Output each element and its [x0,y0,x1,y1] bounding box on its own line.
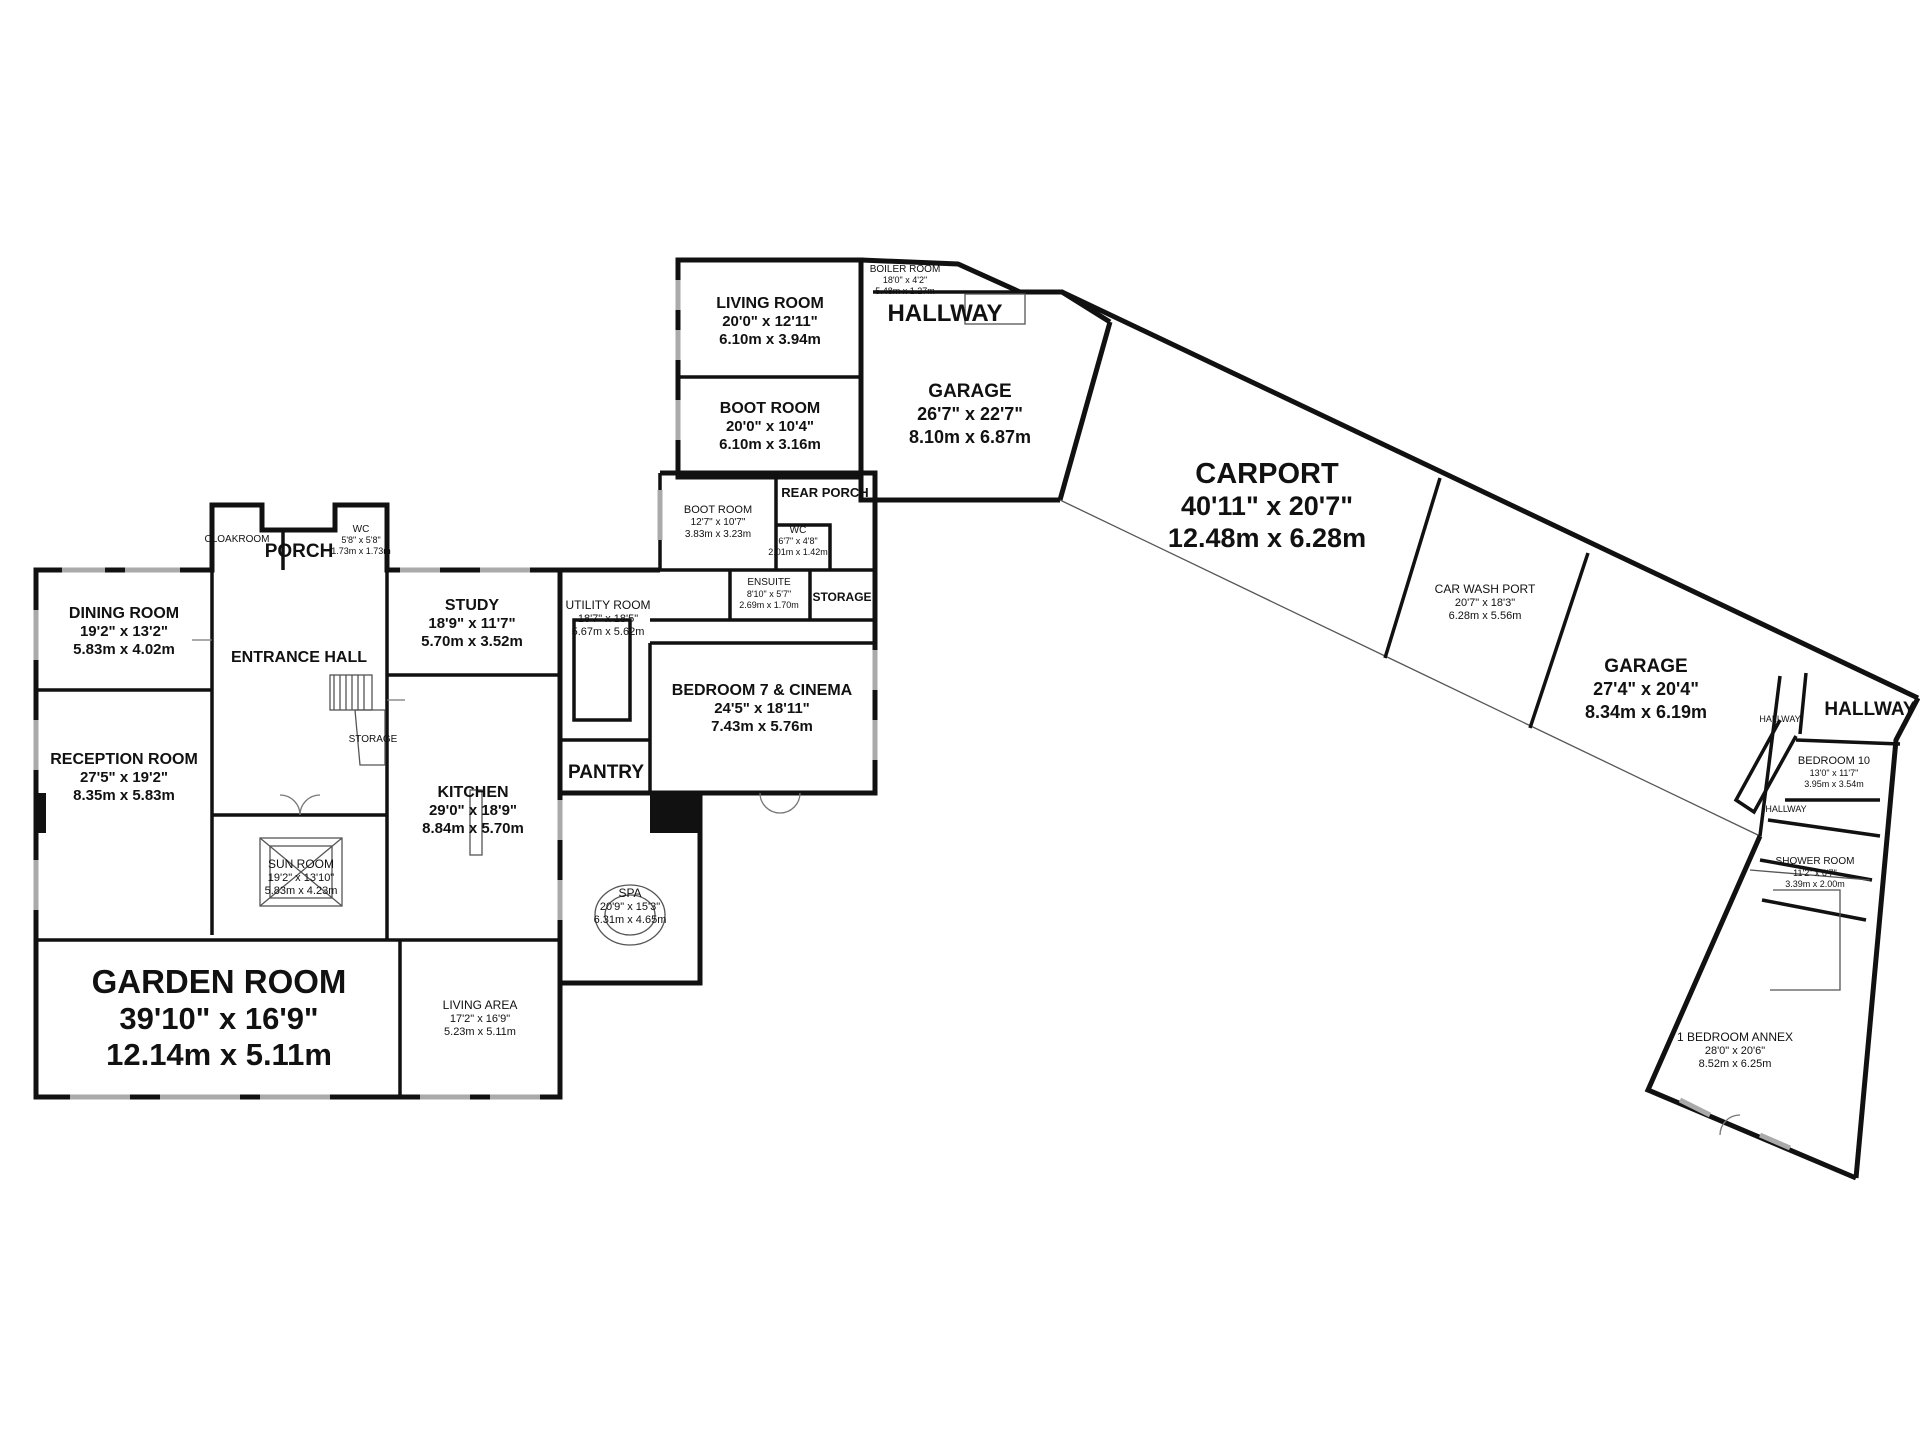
room-dim-metric-carport: 12.48m x 6.28m [1168,523,1366,553]
room-dim-imperial-living-area: 17'2" x 16'9" [450,1013,510,1025]
room-name-boot-room-2: BOOT ROOM [684,504,752,516]
room-dim-metric-boot-room: 6.10m x 3.16m [719,436,821,453]
room-name-porch: PORCH [265,541,334,562]
room-dim-metric-bedroom-7: 7.43m x 5.76m [711,718,813,735]
room-dim-metric-car-wash-port: 6.28m x 5.56m [1449,610,1522,622]
room-dim-metric-boot-room-2: 3.83m x 3.23m [685,529,751,540]
room-dim-metric-living-room: 6.10m x 3.94m [719,331,821,348]
room-name-bedroom-7: BEDROOM 7 & CINEMA [672,682,853,699]
room-name-cloakroom: CLOAKROOM [204,534,269,545]
room-dim-imperial-garden-room: 39'10" x 16'9" [119,1001,318,1036]
room-dim-imperial-ensuite: 8'10" x 5'7" [747,589,791,599]
room-dim-metric-wc-rear: 2.01m x 1.42m [768,547,828,557]
room-dim-imperial-living-room: 20'0" x 12'11" [722,313,818,330]
room-dim-imperial-annex: 28'0" x 20'6" [1705,1045,1765,1057]
room-dim-imperial-kitchen: 29'0" x 18'9" [429,802,517,819]
room-dim-imperial-utility-room: 18'7" x 18'5" [578,613,638,625]
room-dim-metric-utility-room: 5.67m x 5.62m [572,626,645,638]
room-dim-imperial-boot-room-2: 12'7" x 10'7" [691,517,746,528]
room-dim-metric-garage-east: 8.34m x 6.19m [1585,702,1707,722]
room-name-garden-room: GARDEN ROOM [92,963,347,1000]
windows [33,280,1791,1151]
room-dim-imperial-boot-room: 20'0" x 10'4" [726,418,814,435]
room-dim-metric-boiler-room: 5.48m x 1.27m [875,286,935,296]
room-dim-metric-bedroom-10: 3.95m x 3.54m [1804,779,1864,789]
room-name-wc-front: WC [353,524,370,535]
room-dim-imperial-bedroom-7: 24'5" x 18'11" [714,700,810,717]
room-dim-metric-kitchen: 8.84m x 5.70m [422,820,524,837]
room-name-shower-room: SHOWER ROOM [1776,856,1855,867]
room-dim-metric-reception-room: 8.35m x 5.83m [73,787,175,804]
room-name-living-area: LIVING AREA [443,998,518,1012]
room-dim-imperial-spa: 20'9" x 15'3" [600,901,660,913]
room-dim-imperial-bedroom-10: 13'0" x 11'7" [1810,768,1859,778]
room-dim-metric-spa: 6.31m x 4.65m [594,914,667,926]
room-name-storage-rear: STORAGE [812,590,871,604]
room-name-boiler-room: BOILER ROOM [870,264,941,275]
room-name-carport: CARPORT [1195,458,1339,490]
room-name-hallway-north: HALLWAY [887,300,1002,327]
room-name-living-room: LIVING ROOM [716,295,824,312]
room-name-storage-stairs: STORAGE [349,734,398,745]
room-name-hallway-east: HALLWAY [1824,699,1915,720]
room-name-garage-east: GARAGE [1604,656,1687,677]
room-name-study: STUDY [445,597,500,614]
room-dim-imperial-reception-room: 27'5" x 19'2" [80,769,168,786]
room-name-reception-room: RECEPTION ROOM [50,751,198,768]
room-name-annex: 1 BEDROOM ANNEX [1677,1030,1793,1044]
room-dim-metric-sun-room: 5.83m x 4.23m [265,885,338,897]
doors [192,639,1741,1136]
room-dim-metric-shower-room: 3.39m x 2.00m [1785,879,1845,889]
room-name-bedroom-10: BEDROOM 10 [1798,755,1870,767]
room-name-pantry: PANTRY [568,762,644,783]
room-dim-metric-study: 5.70m x 3.52m [421,633,523,650]
room-name-boot-room: BOOT ROOM [720,400,820,417]
room-dim-metric-annex: 8.52m x 6.25m [1699,1058,1772,1070]
room-name-kitchen: KITCHEN [437,784,508,801]
room-dim-imperial-shower-room: 11'2" x 6'7" [1793,868,1837,878]
room-dim-imperial-wc-rear: 6'7" x 4'8" [778,536,817,546]
room-dim-imperial-sun-room: 19'2" x 13'10" [268,872,335,884]
room-dim-metric-garage-north: 8.10m x 6.87m [909,427,1031,447]
room-dim-metric-dining-room: 5.83m x 4.02m [73,641,175,658]
room-dim-imperial-garage-north: 26'7" x 22'7" [917,404,1023,424]
room-dim-imperial-boiler-room: 18'0" x 4'2" [883,275,927,285]
room-dim-imperial-wc-front: 5'8" x 5'8" [341,535,380,545]
room-name-car-wash-port: CAR WASH PORT [1435,582,1536,596]
room-name-spa: SPA [618,886,641,900]
room-name-hallway-small-1: HALLWAY [1759,714,1800,724]
room-dim-metric-ensuite: 2.69m x 1.70m [739,600,799,610]
room-name-wc-rear: WC [790,525,807,536]
room-dim-metric-wc-front: 1.73m x 1.73m [331,546,391,556]
room-name-entrance-hall: ENTRANCE HALL [231,649,367,666]
room-dim-imperial-dining-room: 19'2" x 13'2" [80,623,168,640]
room-dim-imperial-garage-east: 27'4" x 20'4" [1593,679,1699,699]
room-name-rear-porch: REAR PORCH [781,485,868,500]
room-name-sun-room: SUN ROOM [268,857,334,871]
room-name-hallway-small-2: HALLWAY [1765,804,1806,814]
room-name-utility-room: UTILITY ROOM [565,598,650,612]
room-name-garage-north: GARAGE [928,381,1011,402]
room-dim-imperial-car-wash-port: 20'7" x 18'3" [1455,597,1515,609]
room-name-dining-room: DINING ROOM [69,605,179,622]
room-name-ensuite: ENSUITE [747,577,791,588]
room-dim-metric-living-area: 5.23m x 5.11m [444,1026,516,1038]
room-dim-imperial-study: 18'9" x 11'7" [428,615,515,632]
room-dim-metric-garden-room: 12.14m x 5.11m [106,1037,332,1072]
room-dim-imperial-carport: 40'11" x 20'7" [1181,491,1353,521]
